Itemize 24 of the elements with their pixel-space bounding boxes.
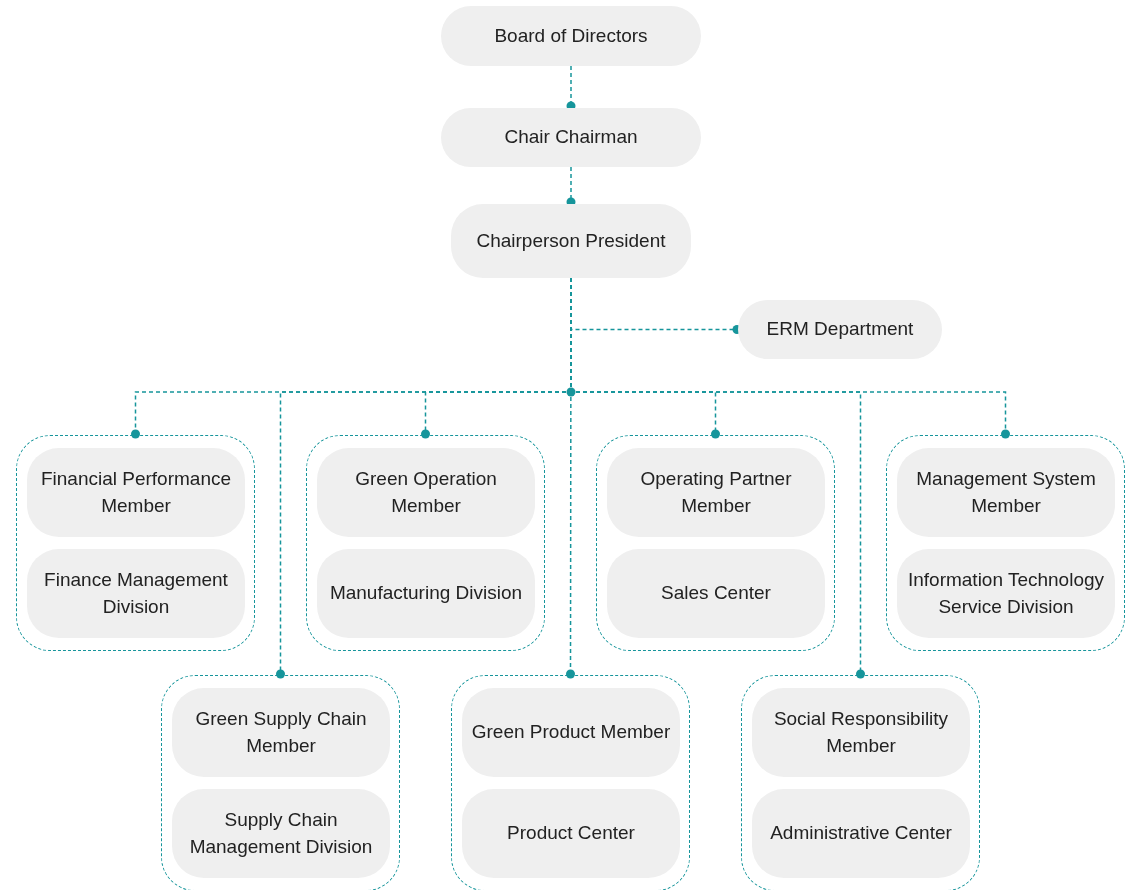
dashed-group-frame <box>16 435 255 651</box>
org-unit-box: Product Center <box>462 789 680 878</box>
org-unit-box: Operating Partner Member <box>607 448 825 537</box>
dashed-connector <box>566 65 576 111</box>
org-unit-box: Financial Performance Member <box>27 448 245 537</box>
dashed-group-frame <box>306 435 545 651</box>
org-unit-box: Social Responsibility Member <box>752 688 970 777</box>
org-unit-box: ERM Department <box>738 300 942 359</box>
dashed-group-frame <box>886 435 1125 651</box>
org-unit-box: Administrative Center <box>752 789 970 878</box>
org-unit-box: Finance Management Division <box>27 549 245 638</box>
org-unit-box: Green Operation Member <box>317 448 535 537</box>
org-unit-box: Chairperson President <box>451 204 691 278</box>
org-unit-box: Sales Center <box>607 549 825 638</box>
org-unit-box: Management System Member <box>897 448 1115 537</box>
dashed-connector <box>566 166 576 207</box>
dashed-group-frame <box>596 435 835 651</box>
org-unit-box: Green Supply Chain Member <box>172 688 390 777</box>
org-unit-box: Green Product Member <box>462 688 680 777</box>
org-unit-box: Manufacturing Division <box>317 549 535 638</box>
org-unit-box: Information Technology Service Division <box>897 549 1115 638</box>
org-unit-box: Supply Chain Management Division <box>172 789 390 878</box>
org-unit-box: Board of Directors <box>441 6 701 66</box>
org-unit-box: Chair Chairman <box>441 108 701 167</box>
